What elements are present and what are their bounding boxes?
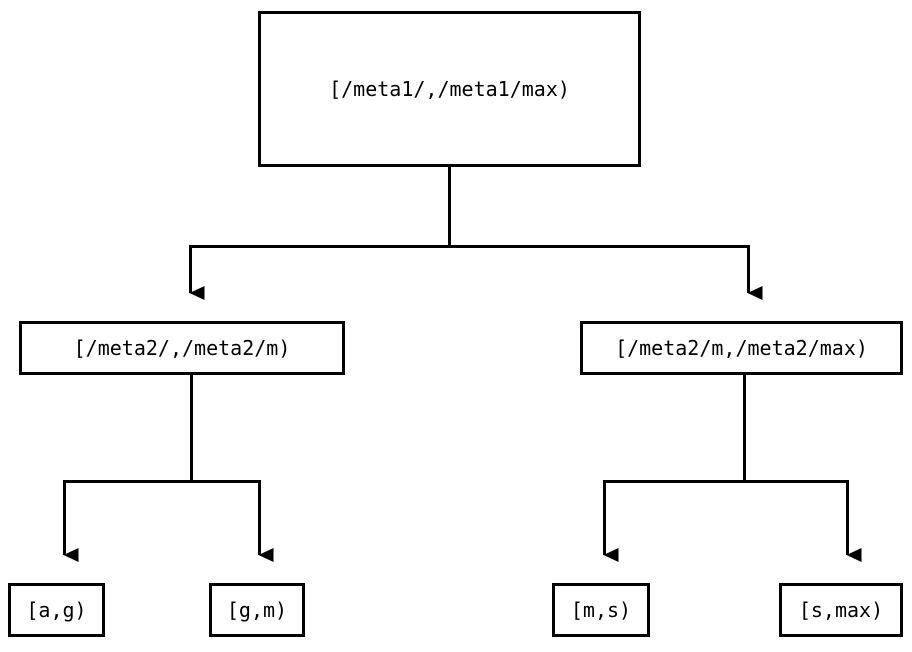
- node-mid-left-label: [/meta2/,/meta2/m): [73, 336, 291, 360]
- node-root[interactable]: [/meta1/,/meta1/max): [258, 11, 641, 167]
- node-mid-right-label: [/meta2/m,/meta2/max): [615, 336, 868, 360]
- node-mid-right[interactable]: [/meta2/m,/meta2/max): [580, 321, 903, 375]
- node-leaf-g-m-label: [g,m): [226, 598, 288, 622]
- node-leaf-m-s-label: [m,s): [570, 598, 632, 622]
- node-leaf-a-g[interactable]: [a,g): [8, 583, 105, 637]
- edge-root-to-mid-right: [448, 167, 763, 300]
- edge-mid-right-to-leaf-3: [603, 375, 746, 562]
- edge-mid-left-to-leaf-1: [63, 375, 193, 562]
- node-leaf-g-m[interactable]: [g,m): [209, 583, 305, 637]
- node-mid-left[interactable]: [/meta2/,/meta2/m): [19, 321, 345, 375]
- node-root-label: [/meta1/,/meta1/max): [329, 77, 570, 101]
- node-leaf-m-s[interactable]: [m,s): [552, 583, 650, 637]
- node-leaf-s-max-label: [s,max): [798, 598, 884, 622]
- edge-root-to-mid-left: [189, 167, 451, 300]
- edge-mid-left-to-leaf-2: [190, 375, 274, 562]
- node-leaf-s-max[interactable]: [s,max): [779, 583, 903, 637]
- edge-mid-right-to-leaf-4: [743, 375, 862, 562]
- node-leaf-a-g-label: [a,g): [26, 598, 87, 622]
